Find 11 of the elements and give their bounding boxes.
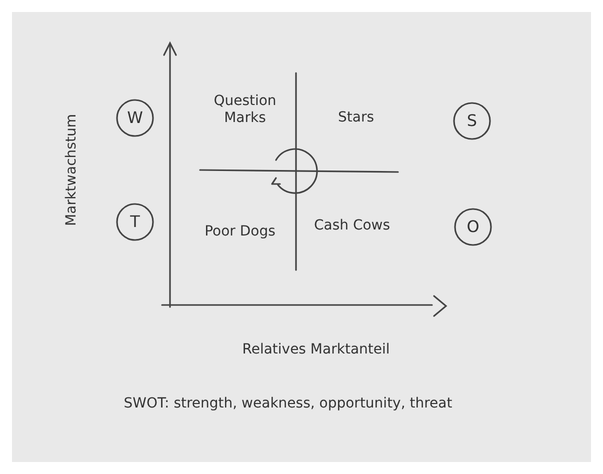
note: SWOT: strength, weakness, opportunity, threat (124, 396, 452, 412)
quadrant-label: Question Marks (212, 93, 278, 127)
quadrant-label: Cash Cows (312, 218, 392, 234)
letter-circle: W (116, 99, 154, 137)
axis-title: Marktwachstum (64, 114, 80, 226)
axis-title: Relatives Marktanteil (242, 342, 390, 358)
quadrant-label: Poor Dogs (204, 224, 276, 240)
quadrant-label: Stars (336, 110, 375, 126)
letter-circle: S (453, 102, 491, 140)
letter-circle: T (116, 203, 154, 241)
letter-circle: O (454, 208, 492, 246)
